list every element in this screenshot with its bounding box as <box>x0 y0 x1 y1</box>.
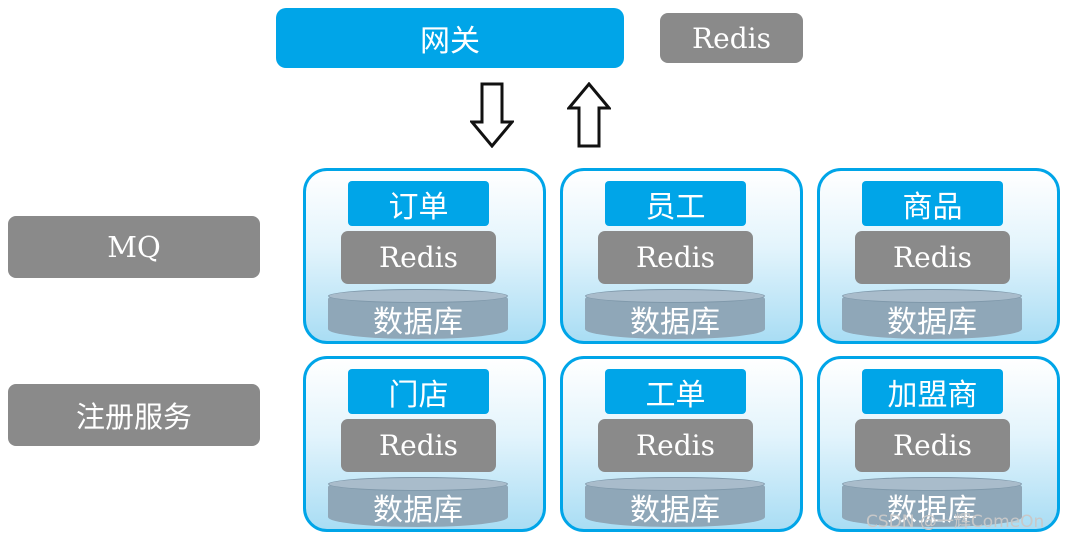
mq-box: MQ <box>8 216 260 278</box>
service-redis-label: Redis <box>379 241 458 274</box>
service-redis-label: Redis <box>636 241 715 274</box>
service-redis-label: Redis <box>379 429 458 462</box>
service-franchisee: 加盟商 Redis 数据库 <box>817 356 1060 532</box>
database-label: 数据库 <box>630 493 720 528</box>
service-title: 工单 <box>605 369 746 414</box>
up-arrow-icon <box>567 82 611 148</box>
database-icon: 数据库 <box>328 289 508 340</box>
top-redis-label: Redis <box>692 21 771 55</box>
database-icon: 数据库 <box>585 289 765 340</box>
database-label: 数据库 <box>887 493 977 528</box>
database-label: 数据库 <box>373 493 463 528</box>
registry-label: 注册服务 <box>75 400 192 434</box>
down-arrow-icon <box>470 82 514 148</box>
watermark: CSDN @一辉ComeOn <box>866 512 1045 532</box>
service-redis-label: Redis <box>636 429 715 462</box>
service-employee: 员工 Redis 数据库 <box>560 168 803 344</box>
service-title: 员工 <box>605 181 746 226</box>
service-title: 商品 <box>862 181 1003 226</box>
service-title: 订单 <box>348 181 489 226</box>
service-redis: Redis <box>341 231 496 284</box>
database-label: 数据库 <box>887 305 977 340</box>
service-redis: Redis <box>598 419 753 472</box>
database-icon: 数据库 <box>328 477 508 528</box>
service-redis: Redis <box>855 231 1010 284</box>
service-redis-label: Redis <box>893 429 972 462</box>
database-label: 数据库 <box>630 305 720 340</box>
database-icon: 数据库 <box>585 477 765 528</box>
database-label: 数据库 <box>373 305 463 340</box>
service-title: 门店 <box>348 369 489 414</box>
service-title: 加盟商 <box>862 369 1003 414</box>
top-redis-box: Redis <box>660 13 803 63</box>
gateway-label: 网关 <box>420 24 480 59</box>
service-workorder: 工单 Redis 数据库 <box>560 356 803 532</box>
service-redis: Redis <box>598 231 753 284</box>
gateway-box: 网关 <box>276 8 624 68</box>
service-redis-label: Redis <box>893 241 972 274</box>
service-product: 商品 Redis 数据库 <box>817 168 1060 344</box>
service-order: 订单 Redis 数据库 <box>303 168 546 344</box>
database-icon: 数据库 <box>842 289 1022 340</box>
mq-label: MQ <box>107 230 161 264</box>
service-redis: Redis <box>341 419 496 472</box>
registry-box: 注册服务 <box>8 384 260 446</box>
service-redis: Redis <box>855 419 1010 472</box>
service-store: 门店 Redis 数据库 <box>303 356 546 532</box>
database-icon: 数据库 <box>842 477 1022 528</box>
